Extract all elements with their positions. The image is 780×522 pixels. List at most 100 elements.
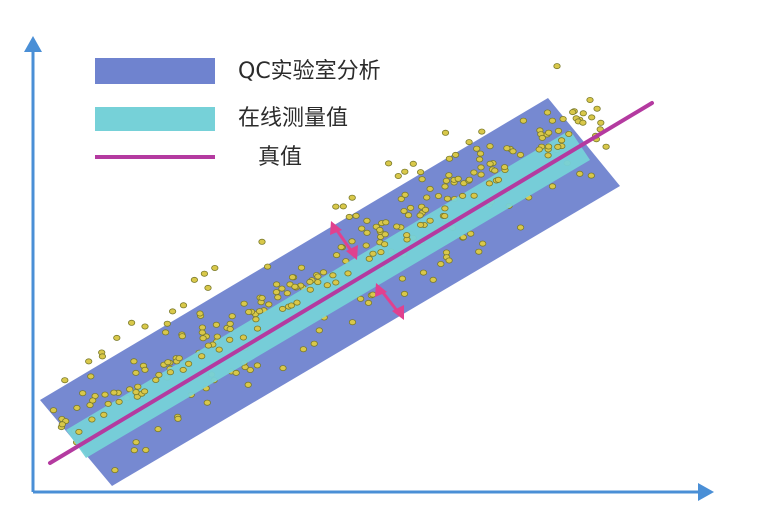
qc-data-point (416, 169, 425, 176)
qc-data-point (543, 109, 552, 116)
qc-data-point (437, 260, 445, 267)
online-data-point (115, 398, 123, 405)
online-data-point (509, 148, 517, 155)
online-data-point (199, 335, 207, 342)
online-data-point (89, 397, 97, 404)
qc-data-point (274, 294, 282, 301)
online-data-point (454, 175, 462, 182)
online-data-point (278, 305, 287, 312)
online-data-point (245, 308, 253, 315)
online-data-point (166, 369, 174, 376)
legend-label-qc-lab: QC实验室分析 (238, 59, 381, 84)
qc-data-point (130, 358, 138, 365)
online-data-point (443, 195, 452, 202)
online-data-point (554, 127, 563, 134)
qc-data-point (478, 128, 486, 135)
online-data-point (101, 391, 109, 398)
lower-error-arrow (375, 283, 404, 320)
online-data-point (185, 360, 193, 367)
qc-data-point (409, 160, 417, 167)
online-data-point (141, 366, 149, 373)
online-data-point (477, 164, 485, 171)
online-data-point (503, 145, 511, 152)
qc-data-point (476, 150, 485, 157)
online-data-point (548, 117, 557, 124)
qc-data-point (397, 195, 405, 202)
online-data-point (100, 411, 108, 418)
qc-data-point (423, 194, 431, 201)
online-data-point (381, 231, 389, 238)
qc-data-point (345, 213, 353, 220)
qc-data-point (382, 219, 390, 226)
online-data-point (441, 183, 449, 190)
legend-swatch-qc-lab (95, 58, 215, 84)
qc-data-point (401, 191, 409, 198)
online-data-point (363, 229, 371, 236)
online-data-point (152, 376, 160, 383)
online-data-point (265, 301, 273, 308)
online-data-point (204, 342, 212, 349)
qc-data-point (279, 365, 287, 372)
online-data-point (393, 223, 401, 230)
legend-label-online: 在线测量值 (238, 106, 348, 131)
online-data-point (369, 250, 377, 257)
qc-data-point (339, 203, 347, 210)
qc-data-point (398, 275, 406, 282)
qc-data-point (141, 323, 149, 330)
qc-data-point (519, 117, 528, 124)
online-data-point (179, 366, 187, 373)
qc-data-point (87, 373, 95, 380)
online-data-point (569, 109, 577, 116)
online-data-point (104, 400, 112, 407)
lower-error-arrowhead-top (375, 283, 387, 297)
online-data-point (283, 290, 291, 297)
qc-data-point (253, 362, 261, 369)
qc-data-point (445, 155, 453, 162)
qc-data-point (297, 264, 306, 271)
online-data-point (421, 206, 430, 213)
online-data-point (253, 325, 262, 332)
qc-data-point (154, 426, 162, 433)
online-data-point (314, 279, 322, 286)
qc-data-point (204, 284, 212, 291)
online-measurement-points (57, 108, 605, 435)
online-data-point (226, 325, 234, 332)
online-data-point (337, 244, 345, 251)
online-data-point (239, 334, 247, 341)
online-data-point (559, 116, 567, 123)
online-measurement-band (66, 130, 590, 458)
online-data-point (404, 212, 413, 219)
online-data-point (579, 119, 587, 126)
online-data-point (441, 212, 449, 219)
online-data-point (287, 302, 295, 309)
qc-data-point (314, 273, 322, 280)
qc-data-point (299, 346, 307, 353)
online-data-point (332, 279, 340, 286)
online-data-point (544, 143, 553, 150)
qc-data-point (132, 439, 140, 446)
online-data-point (132, 389, 140, 396)
qc-data-point (576, 170, 584, 177)
qc-data-point (142, 446, 150, 453)
qc-data-point (61, 377, 69, 384)
qc-data-point (278, 285, 286, 292)
online-data-point (441, 205, 449, 212)
qc-data-point (85, 358, 93, 365)
online-data-point (164, 359, 172, 366)
online-data-point (416, 221, 425, 228)
qc-data-point (451, 151, 460, 158)
online-data-point (329, 272, 337, 279)
online-data-point (545, 129, 553, 136)
lower-error-arrowhead-bottom (392, 305, 404, 320)
online-data-point (565, 130, 573, 137)
online-data-point (486, 160, 494, 167)
qc-data-point (348, 194, 356, 201)
online-data-point (557, 137, 566, 144)
online-data-point (465, 176, 473, 183)
qc-data-point (548, 183, 557, 190)
online-data-point (215, 346, 223, 353)
qc-data-point (587, 172, 595, 179)
qc-data-point (516, 151, 525, 158)
online-data-point (323, 282, 331, 289)
qc-data-point (332, 203, 340, 210)
